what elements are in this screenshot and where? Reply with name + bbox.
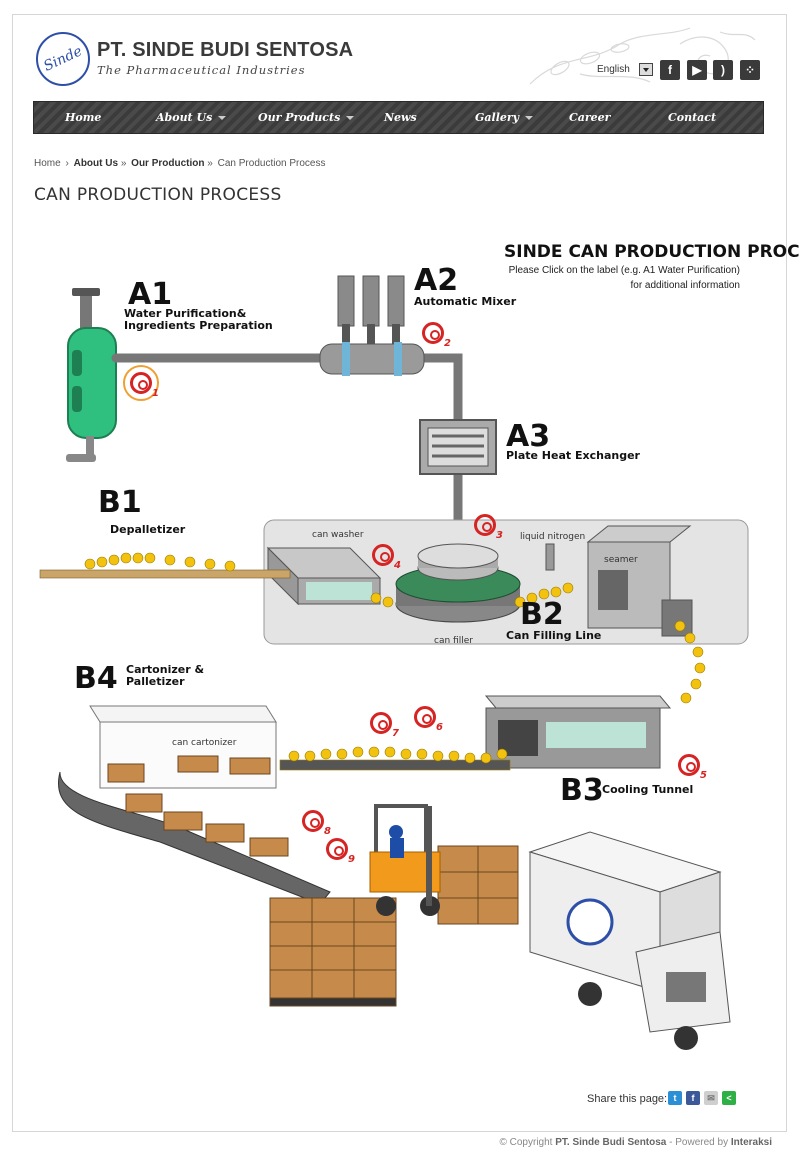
brand-tagline: The Pharmaceutical Industries bbox=[97, 63, 306, 77]
label-b4-code[interactable]: B4 bbox=[74, 661, 118, 696]
label-a2-name[interactable]: Automatic Mixer bbox=[414, 295, 517, 308]
qc-badge-4[interactable]: 4 bbox=[372, 544, 401, 571]
can-filler bbox=[395, 543, 521, 623]
seamer bbox=[586, 525, 693, 637]
qc-badge-1[interactable]: 1 bbox=[123, 365, 159, 401]
label-a2-code[interactable]: A2 bbox=[414, 263, 459, 298]
blackberry-icon[interactable]: ⁘ bbox=[740, 60, 760, 80]
qc-badge-9[interactable]: 9 bbox=[326, 838, 355, 865]
qc-badge-5[interactable]: 5 bbox=[678, 754, 707, 781]
breadcrumb: Home › About Us » Our Production » Can P… bbox=[34, 158, 327, 169]
automatic-mixer bbox=[319, 275, 425, 376]
diagram-subtitle-line1: Please Click on the label (e.g. A1 Water… bbox=[508, 265, 740, 276]
chevron-down-icon bbox=[346, 116, 355, 120]
breadcrumb-separator: » bbox=[207, 158, 213, 169]
qc-badge-8[interactable]: 8 bbox=[302, 810, 331, 837]
email-icon[interactable]: ✉ bbox=[704, 1091, 718, 1105]
nav-item-contact[interactable]: Contact bbox=[668, 111, 717, 124]
nav-item-home[interactable]: Home bbox=[65, 111, 102, 124]
delivery-truck bbox=[528, 831, 731, 1050]
footer: © Copyright PT. Sinde Budi Sentosa - Pow… bbox=[500, 1137, 773, 1148]
production-illustration bbox=[39, 275, 749, 1050]
facebook-icon[interactable]: f bbox=[660, 60, 680, 80]
label-b2-name[interactable]: Can Filling Line bbox=[506, 629, 602, 642]
label-a3-name[interactable]: Plate Heat Exchanger bbox=[506, 449, 640, 462]
qc-badge-3[interactable]: 3 bbox=[474, 514, 503, 541]
youtube-icon[interactable]: ▶ bbox=[687, 60, 707, 80]
rss-icon[interactable]: ) bbox=[713, 60, 733, 80]
nav-item-our-products[interactable]: Our Products bbox=[258, 111, 355, 124]
can-conveyor-b2 bbox=[370, 582, 706, 704]
forklift bbox=[369, 804, 441, 916]
chevron-down-icon bbox=[525, 116, 534, 120]
footer-copyright: © Copyright bbox=[499, 1137, 553, 1148]
label-b1-code[interactable]: B1 bbox=[98, 485, 142, 520]
label-liquid-nitrogen: liquid nitrogen bbox=[520, 532, 586, 542]
chevron-down-icon bbox=[218, 116, 227, 120]
brand-name: PT. SINDE BUDI SENTOSA bbox=[97, 39, 354, 61]
qc-badge-6[interactable]: 6 bbox=[414, 706, 443, 733]
label-a1-name[interactable]: Water Purification& Ingredients Preparat… bbox=[124, 307, 273, 332]
label-can-washer: can washer bbox=[312, 530, 364, 540]
nav-item-career[interactable]: Career bbox=[569, 111, 611, 124]
can-conveyor-b3 bbox=[279, 746, 511, 771]
page-title: CAN PRODUCTION PROCESS bbox=[34, 185, 282, 205]
logo-text: Sinde bbox=[41, 43, 85, 75]
can-conveyor-b1 bbox=[39, 552, 291, 579]
facebook-icon[interactable]: f bbox=[686, 1091, 700, 1105]
footer-powered: - Powered by bbox=[669, 1137, 729, 1148]
breadcrumb-separator: › bbox=[65, 158, 69, 169]
language-label: English bbox=[597, 64, 630, 75]
cooling-tunnel bbox=[484, 695, 672, 769]
language-dropdown[interactable] bbox=[639, 63, 653, 76]
breadcrumb-current: Can Production Process bbox=[217, 158, 326, 169]
main-nav: Home About Us Our Products News Gallery … bbox=[33, 101, 764, 134]
pallet-boxes bbox=[269, 845, 519, 1007]
label-b3-name[interactable]: Cooling Tunnel bbox=[602, 783, 694, 796]
share-label: Share this page: bbox=[587, 1093, 668, 1105]
breadcrumb-separator: » bbox=[120, 158, 127, 169]
share-icon[interactable]: < bbox=[722, 1091, 736, 1105]
label-can-cartonizer: can cartonizer bbox=[172, 738, 237, 748]
can-cartonizer bbox=[58, 705, 331, 905]
diagram-subtitle-line2: for additional information bbox=[630, 280, 740, 291]
label-can-filler: can filler bbox=[434, 636, 473, 646]
label-b3-code[interactable]: B3 bbox=[560, 773, 604, 808]
plate-heat-exchanger bbox=[419, 419, 497, 475]
label-b1-name[interactable]: Depalletizer bbox=[110, 523, 186, 536]
breadcrumb-production[interactable]: Our Production bbox=[131, 158, 205, 169]
label-a1-code[interactable]: A1 bbox=[128, 277, 173, 312]
twitter-icon[interactable]: t bbox=[668, 1091, 682, 1105]
footer-company[interactable]: PT. Sinde Budi Sentosa bbox=[555, 1137, 667, 1148]
water-tank bbox=[66, 288, 117, 462]
nav-item-gallery[interactable]: Gallery bbox=[475, 111, 534, 124]
breadcrumb-about[interactable]: About Us bbox=[73, 158, 119, 169]
footer-agency[interactable]: Interaksi bbox=[730, 1137, 772, 1148]
nav-item-news[interactable]: News bbox=[384, 111, 417, 124]
label-seamer: seamer bbox=[604, 555, 638, 565]
label-b2-code[interactable]: B2 bbox=[520, 597, 564, 632]
nav-item-about-us[interactable]: About Us bbox=[156, 111, 227, 124]
company-logo[interactable]: Sinde bbox=[36, 32, 90, 86]
qc-badge-2[interactable]: 2 bbox=[422, 322, 451, 349]
production-diagram: SINDE CAN PRODUCTION PROCESS Please Clic… bbox=[30, 232, 800, 1072]
label-a3-code[interactable]: A3 bbox=[506, 419, 551, 454]
diagram-title: SINDE CAN PRODUCTION PROCESS bbox=[504, 242, 800, 262]
breadcrumb-home[interactable]: Home bbox=[34, 158, 61, 169]
qc-badge-7[interactable]: 7 bbox=[370, 712, 399, 739]
label-b4-name[interactable]: Cartonizer & Palletizer bbox=[126, 663, 205, 688]
